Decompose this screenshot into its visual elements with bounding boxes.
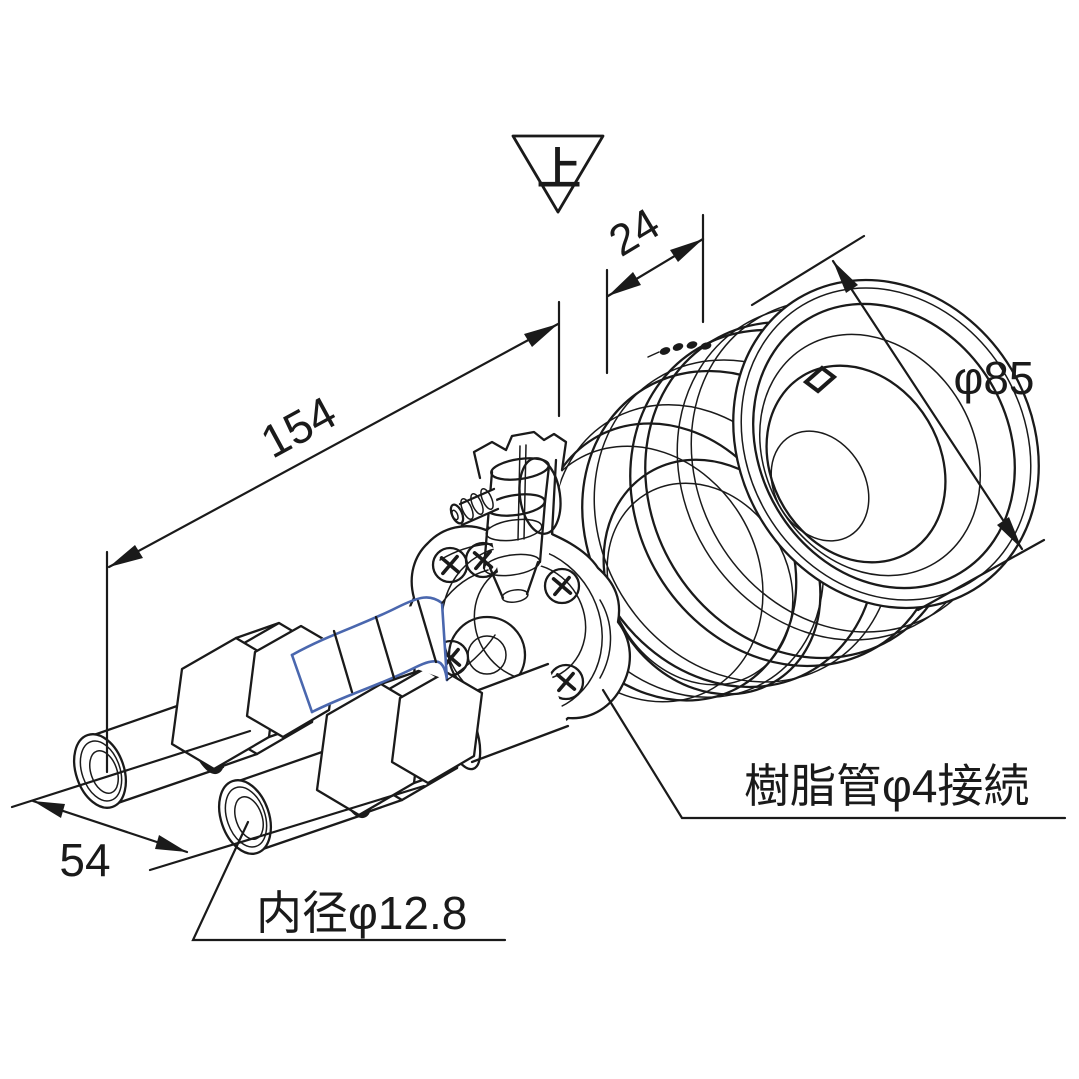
orientation-mark: 上 — [511, 134, 605, 214]
valve-bracket — [472, 430, 568, 480]
extension-line — [148, 784, 426, 872]
dim-54-label: 54 — [59, 834, 110, 886]
pipe-assembly-2 — [218, 662, 570, 855]
hex-locknut — [390, 670, 484, 785]
leader-line — [191, 820, 507, 942]
extension-line — [916, 538, 1046, 612]
top-valve — [449, 430, 568, 603]
retainer-clip — [517, 444, 562, 541]
dimension-line — [107, 322, 560, 569]
dim-phi85-label: φ85 — [954, 352, 1035, 404]
arrowhead — [833, 261, 858, 293]
bell-logo-dots — [647, 341, 712, 358]
bell-face-ring — [732, 278, 1040, 610]
callout-inner-diameter-label: 内径φ12.8 — [256, 887, 467, 939]
arrowhead — [608, 272, 641, 296]
hose-barb — [449, 487, 500, 527]
arrowhead — [997, 517, 1022, 549]
callout-resin-pipe: 樹脂管φ4接続 — [601, 688, 1067, 820]
callout-resin-pipe-label: 樹脂管φ4接続 — [744, 760, 1029, 812]
dimension-phi85: φ85 — [750, 234, 1046, 612]
dim-24-label: 24 — [601, 199, 668, 266]
bell-square-mark — [802, 365, 838, 394]
leader-line — [601, 688, 1067, 820]
arrowhead — [33, 801, 65, 818]
extension-line — [10, 729, 252, 809]
callout-inner-diameter: 内径φ12.8 — [191, 820, 507, 942]
arrowhead — [524, 324, 558, 347]
extension-line — [750, 234, 866, 307]
arrowhead — [109, 545, 143, 567]
arrowhead — [670, 239, 703, 262]
orientation-triangle — [511, 134, 605, 214]
orientation-label: 上 — [537, 145, 581, 194]
dim-154-label: 154 — [252, 386, 344, 468]
arrowhead — [155, 835, 187, 852]
blue-tube — [290, 569, 496, 714]
dimension-54: 54 — [10, 729, 426, 886]
pump-screw — [543, 567, 581, 605]
dimension-line — [831, 259, 1024, 551]
